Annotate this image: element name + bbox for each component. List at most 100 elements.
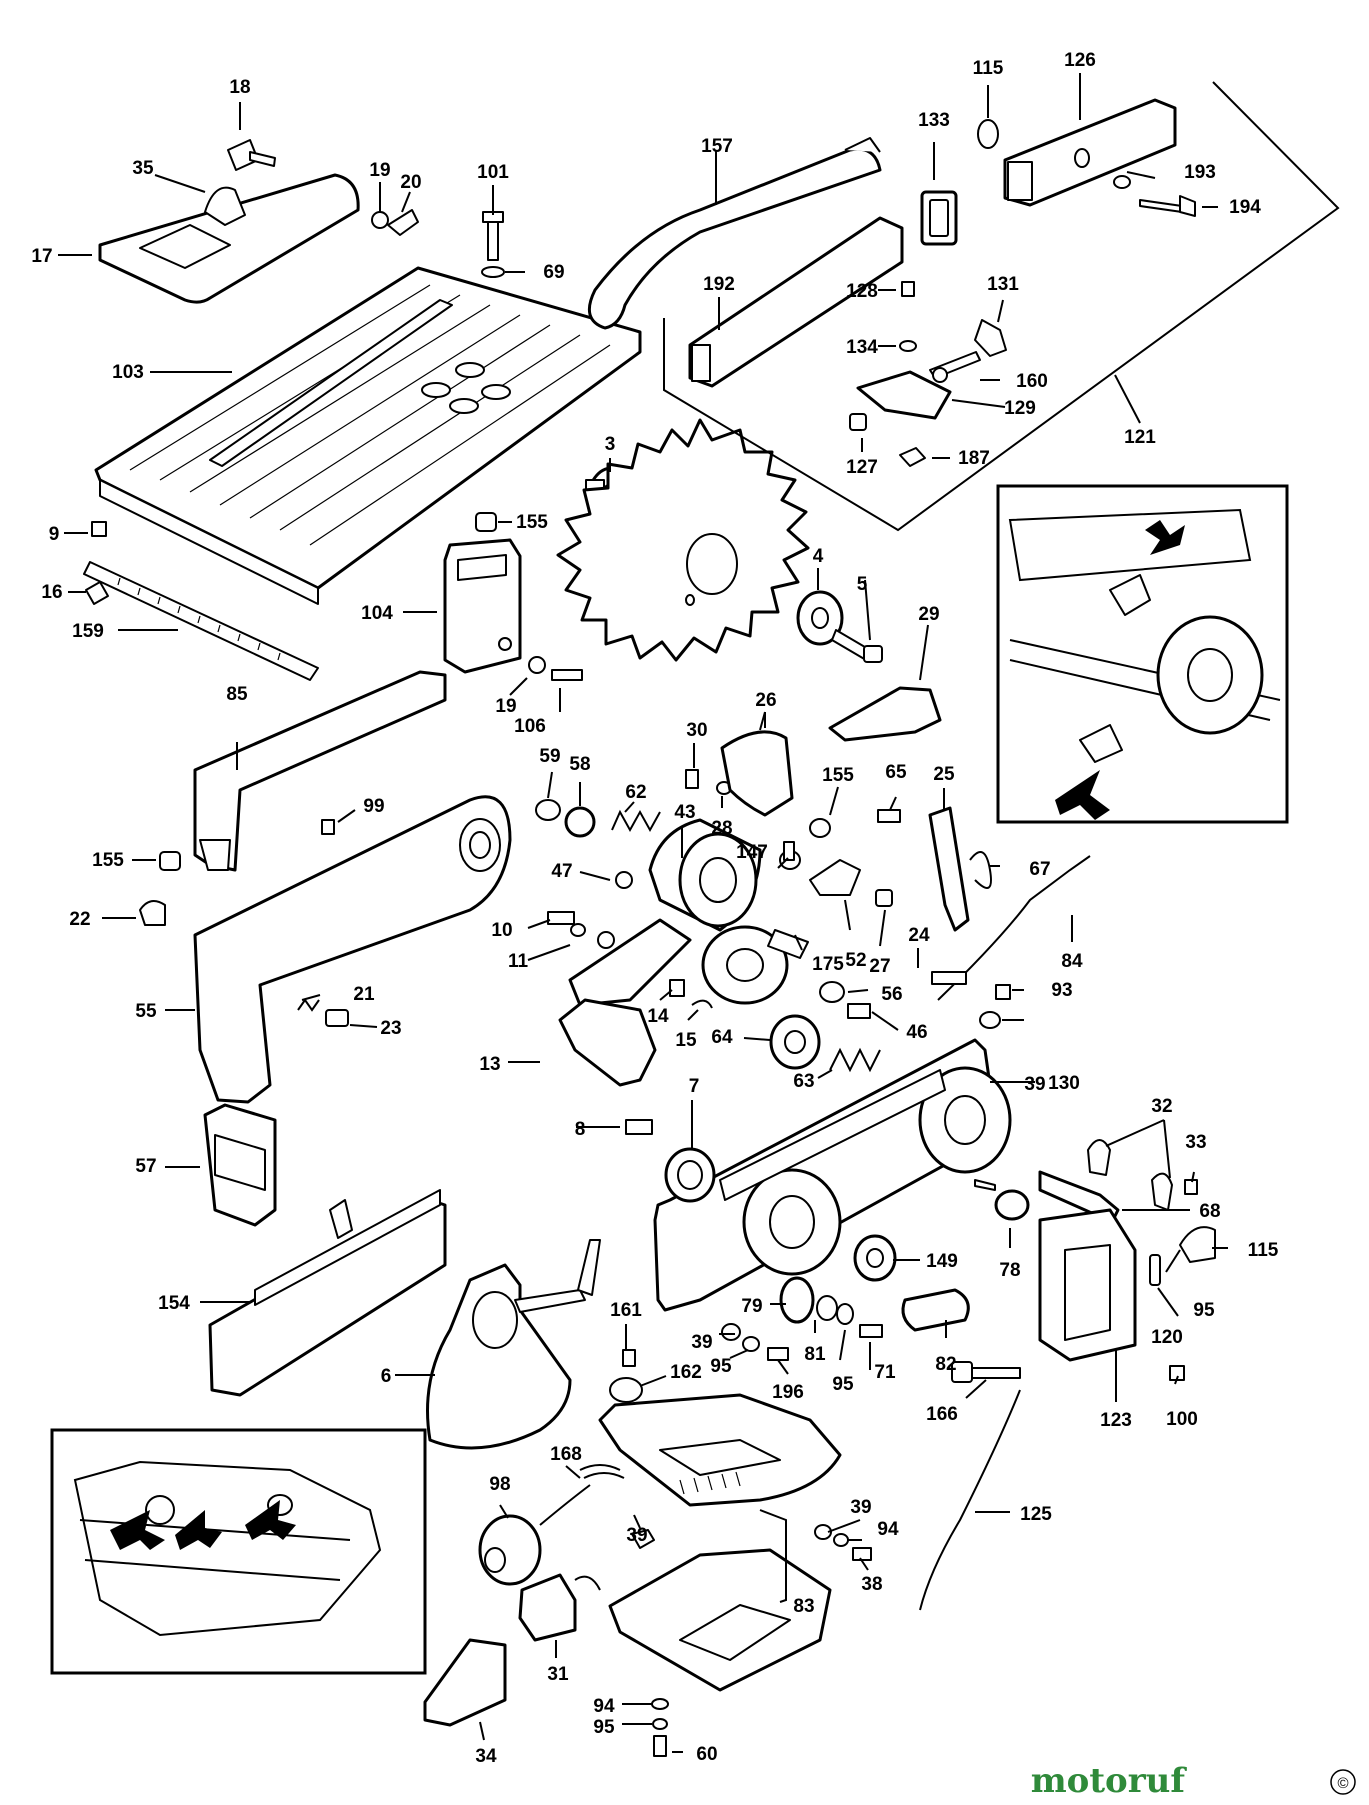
part-label-159: 159 bbox=[72, 621, 104, 642]
part-label-130: 130 bbox=[1048, 1073, 1080, 1094]
arrow-icon bbox=[1055, 770, 1110, 820]
part-label-78: 78 bbox=[999, 1260, 1020, 1281]
part-label-162: 162 bbox=[670, 1362, 702, 1383]
part-label-30: 30 bbox=[686, 720, 707, 741]
part-label-161: 161 bbox=[610, 1300, 642, 1321]
part-label-16: 16 bbox=[41, 582, 62, 603]
part-label-47: 47 bbox=[551, 861, 572, 882]
copyright-icon bbox=[1330, 1769, 1356, 1795]
part-label-160: 160 bbox=[1016, 371, 1048, 392]
arrow-icon bbox=[245, 1500, 296, 1540]
part-label-126: 126 bbox=[1064, 50, 1096, 71]
part-label-31: 31 bbox=[547, 1664, 569, 1685]
part-label-95: 95 bbox=[593, 1717, 615, 1738]
part-label-18: 18 bbox=[229, 77, 250, 98]
part-label-131: 131 bbox=[987, 274, 1019, 295]
part-label-62: 62 bbox=[625, 782, 646, 803]
part-label-115: 115 bbox=[1248, 1240, 1279, 1261]
part-label-149: 149 bbox=[926, 1251, 958, 1272]
part-label-98: 98 bbox=[489, 1474, 510, 1495]
part-number-labels: 3456789101113141516171819192021222324252… bbox=[31, 50, 1278, 1767]
part-label-103: 103 bbox=[112, 362, 144, 383]
watermark-logo: motoruf bbox=[1031, 1761, 1188, 1800]
part-label-20: 20 bbox=[400, 172, 421, 193]
part-label-5: 5 bbox=[857, 574, 868, 595]
part-label-8: 8 bbox=[575, 1119, 586, 1140]
part-label-104: 104 bbox=[361, 603, 393, 624]
part-label-71: 71 bbox=[874, 1362, 896, 1383]
part-label-121: 121 bbox=[1124, 427, 1156, 448]
part-label-4: 4 bbox=[813, 546, 824, 567]
part-label-11: 11 bbox=[508, 951, 529, 972]
part-label-123: 123 bbox=[1100, 1410, 1132, 1431]
part-label-25: 25 bbox=[933, 764, 955, 785]
arrow-icon bbox=[175, 1510, 222, 1550]
assembly-bracket-121 bbox=[663, 81, 1340, 532]
part-label-69: 69 bbox=[543, 262, 564, 283]
part-label-9: 9 bbox=[49, 524, 60, 545]
part-label-34: 34 bbox=[475, 1746, 497, 1767]
part-label-35: 35 bbox=[132, 158, 154, 179]
part-label-192: 192 bbox=[703, 274, 735, 295]
part-label-17: 17 bbox=[31, 246, 52, 267]
part-label-81: 81 bbox=[804, 1344, 826, 1365]
inset-detail-upper bbox=[996, 484, 1289, 824]
part-label-154: 154 bbox=[158, 1293, 190, 1314]
part-label-134: 134 bbox=[846, 337, 878, 358]
part-label-95: 95 bbox=[710, 1356, 732, 1377]
part-label-83: 83 bbox=[793, 1596, 814, 1617]
part-label-33: 33 bbox=[1185, 1132, 1206, 1153]
part-label-155: 155 bbox=[822, 765, 854, 786]
part-label-60: 60 bbox=[696, 1744, 717, 1765]
part-label-57: 57 bbox=[135, 1156, 156, 1177]
part-label-59: 59 bbox=[539, 746, 560, 767]
part-label-99: 99 bbox=[363, 796, 384, 817]
part-label-168: 168 bbox=[550, 1444, 582, 1465]
part-label-38: 38 bbox=[861, 1574, 882, 1595]
part-label-19: 19 bbox=[495, 696, 516, 717]
part-label-26: 26 bbox=[755, 690, 776, 711]
part-label-39: 39 bbox=[1024, 1074, 1045, 1095]
part-label-95: 95 bbox=[832, 1374, 854, 1395]
part-label-65: 65 bbox=[885, 762, 907, 783]
part-label-7: 7 bbox=[689, 1076, 700, 1097]
part-label-13: 13 bbox=[479, 1054, 500, 1075]
part-label-166: 166 bbox=[926, 1404, 958, 1425]
part-label-14: 14 bbox=[647, 1006, 669, 1027]
part-label-128: 128 bbox=[846, 281, 878, 302]
part-label-43: 43 bbox=[674, 802, 695, 823]
part-label-39: 39 bbox=[691, 1332, 712, 1353]
part-label-127: 127 bbox=[846, 457, 878, 478]
part-label-39: 39 bbox=[850, 1497, 871, 1518]
arrow-icon bbox=[110, 1510, 165, 1550]
part-label-94: 94 bbox=[593, 1696, 615, 1717]
part-label-187: 187 bbox=[958, 448, 990, 469]
part-label-93: 93 bbox=[1051, 980, 1072, 1001]
part-label-23: 23 bbox=[380, 1018, 401, 1039]
part-label-95: 95 bbox=[1193, 1300, 1215, 1321]
part-label-106: 106 bbox=[514, 716, 546, 737]
part-label-193: 193 bbox=[1184, 162, 1216, 183]
part-label-157: 157 bbox=[701, 136, 733, 157]
part-label-115: 115 bbox=[973, 58, 1004, 79]
part-label-19: 19 bbox=[369, 160, 390, 181]
part-label-55: 55 bbox=[135, 1001, 157, 1022]
part-label-56: 56 bbox=[881, 984, 902, 1005]
part-label-21: 21 bbox=[353, 984, 375, 1005]
part-label-94: 94 bbox=[877, 1519, 899, 1540]
arrow-icon bbox=[1145, 520, 1185, 555]
part-label-58: 58 bbox=[569, 754, 590, 775]
part-label-32: 32 bbox=[1151, 1096, 1172, 1117]
part-label-46: 46 bbox=[906, 1022, 927, 1043]
part-label-68: 68 bbox=[1199, 1201, 1220, 1222]
inset-detail-lower bbox=[50, 1428, 427, 1675]
part-label-155: 155 bbox=[92, 850, 124, 871]
part-label-52: 52 bbox=[845, 950, 866, 971]
part-label-82: 82 bbox=[935, 1354, 956, 1375]
part-label-147: 147 bbox=[736, 842, 768, 863]
leader-lines bbox=[58, 73, 1228, 1753]
part-label-125: 125 bbox=[1020, 1504, 1052, 1525]
part-label-15: 15 bbox=[675, 1030, 697, 1051]
part-label-63: 63 bbox=[793, 1071, 814, 1092]
